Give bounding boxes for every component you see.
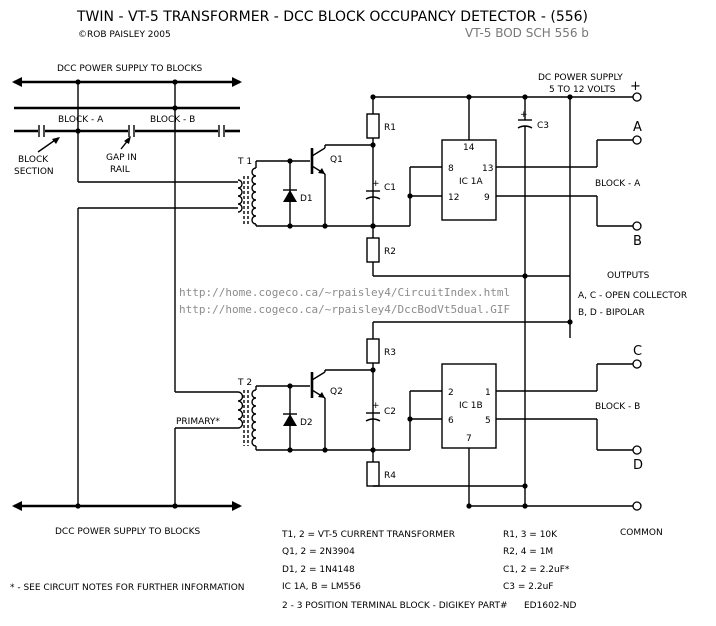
capacitor-c1: + C1 <box>365 179 396 229</box>
dc-supply-label-2: 5 TO 12 VOLTS <box>549 85 616 95</box>
dcc-bottom-supply: DCC POWER SUPPLY TO BLOCKS <box>12 501 242 537</box>
d1-label: D1 <box>300 194 313 204</box>
r4-label: R4 <box>384 471 396 481</box>
ic1a-label: IC 1A <box>459 177 484 187</box>
url-circuit-index[interactable]: http://home.cogeco.ca/~rpaisley4/Circuit… <box>179 286 510 299</box>
outputs-label: OUTPUTS <box>607 271 650 281</box>
ic1a-pin13: 13 <box>482 164 493 174</box>
transistor-q1: Q1 <box>310 144 373 226</box>
c2-label: C2 <box>384 407 396 417</box>
ic1a-pin12: 12 <box>448 193 459 203</box>
q2-label: Q2 <box>330 387 343 397</box>
outputs-ac-label: A, C - OPEN COLLECTOR <box>578 291 687 301</box>
c1-label: C1 <box>384 183 396 193</box>
ic-1a: 14 8 13 IC 1A 12 9 <box>370 94 497 226</box>
resistor-r3: R3 <box>366 319 573 450</box>
block-b-label: BLOCK - B <box>150 115 195 125</box>
capacitor-c2: + C2 <box>365 401 396 422</box>
part-terminal: 2 - 3 POSITION TERMINAL BLOCK - DIGIKEY … <box>282 601 508 611</box>
url-gif[interactable]: http://home.cogeco.ca/~rpaisley4/DccBodV… <box>179 303 510 316</box>
t2-label: T 2 <box>237 378 252 388</box>
dcc-top-label: DCC POWER SUPPLY TO BLOCKS <box>57 64 202 74</box>
title: TWIN - VT-5 TRANSFORMER - DCC BLOCK OCCU… <box>76 9 588 25</box>
out-block-a-label: BLOCK - A <box>595 179 641 189</box>
transformer-t1: T 1 <box>237 157 257 225</box>
resistor-r1: R1 <box>366 97 396 226</box>
ic1a-pin14: 14 <box>463 143 475 153</box>
resistor-r2: R2 <box>366 226 570 279</box>
ic1a-pin8: 8 <box>448 164 454 174</box>
channel-a-circuit <box>255 158 410 229</box>
part-r13: R1, 3 = 10K <box>503 530 558 540</box>
footnote: * - SEE CIRCUIT NOTES FOR FURTHER INFORM… <box>10 583 245 593</box>
parts-list: T1, 2 = VT-5 CURRENT TRANSFORMER Q1, 2 =… <box>281 530 577 611</box>
part-c12: C1, 2 = 2.2uF* <box>503 565 570 575</box>
ic1b-pin5: 5 <box>485 416 491 426</box>
part-terminal-number: ED1602-ND <box>524 601 577 611</box>
transistor-q2: Q2 <box>310 369 373 450</box>
outputs-a-b: A B BLOCK - A <box>496 120 642 249</box>
dc-supply-rail: + DC POWER SUPPLY 5 TO 12 VOLTS + C3 <box>373 73 642 489</box>
primary-label: PRIMARY* <box>176 417 220 427</box>
c1-plus: + <box>372 179 380 189</box>
ic1b-pin2: 2 <box>448 388 454 398</box>
dc-supply-label-1: DC POWER SUPPLY <box>538 73 623 83</box>
part-q: Q1, 2 = 2N3904 <box>282 547 355 557</box>
outputs-bd-label: B, D - BIPOLAR <box>578 308 645 318</box>
r2-label: R2 <box>384 247 396 257</box>
c2-plus: + <box>372 401 380 411</box>
part-t: T1, 2 = VT-5 CURRENT TRANSFORMER <box>281 530 455 540</box>
rails: BLOCK - A BLOCK - B BLOCK SECTION GAP IN… <box>14 106 240 177</box>
outputs-c-d: C D BLOCK - B <box>496 344 643 473</box>
terminal-a-label: A <box>633 120 642 135</box>
gap-label-2: RAIL <box>110 165 130 175</box>
diode-d1: D1 <box>283 189 313 204</box>
part-d: D1, 2 = 1N4148 <box>282 565 355 575</box>
ic1b-pin6: 6 <box>448 416 454 426</box>
dcc-bottom-label: DCC POWER SUPPLY TO BLOCKS <box>55 527 200 537</box>
r1-label: R1 <box>384 123 396 133</box>
d2-label: D2 <box>300 418 313 428</box>
ic1b-pin1: 1 <box>485 388 491 398</box>
ic1b-pin7: 7 <box>466 434 472 444</box>
diode-d2: D2 <box>283 413 313 428</box>
block-section-label-1: BLOCK <box>18 155 49 165</box>
ic-1b: 2 1 IC 1B 6 5 7 <box>407 363 497 509</box>
block-section-label-2: SECTION <box>14 167 54 177</box>
t1-label: T 1 <box>237 157 252 167</box>
terminal-c-label: C <box>633 344 642 359</box>
c3-plus: + <box>520 110 528 120</box>
common-rail: COMMON <box>469 486 663 538</box>
transformer-t2: T 2 <box>237 378 257 447</box>
ic1b-label: IC 1B <box>459 401 483 411</box>
q1-label: Q1 <box>330 155 343 165</box>
resistor-r4: R4 <box>366 450 525 487</box>
r3-label: R3 <box>384 348 396 358</box>
dcc-top-supply: DCC POWER SUPPLY TO BLOCKS <box>12 64 242 87</box>
ic1a-pin9: 9 <box>484 193 490 203</box>
part-c3: C3 = 2.2uF <box>503 582 553 592</box>
terminal-b-label: B <box>633 234 642 249</box>
copyright: ©ROB PAISLEY 2005 <box>78 30 171 40</box>
drawing-id: VT-5 BOD SCH 556 b <box>465 26 589 40</box>
part-r24: R2, 4 = 1M <box>503 547 553 557</box>
terminal-d-label: D <box>633 458 643 473</box>
gap-label-1: GAP IN <box>106 153 137 163</box>
dc-plus-sign: + <box>630 79 641 94</box>
c3-label: C3 <box>537 121 549 131</box>
out-block-b-label: BLOCK - B <box>595 402 640 412</box>
dcc-feeds: PRIMARY* <box>75 79 238 509</box>
part-ic: IC 1A, B = LM556 <box>282 582 361 592</box>
common-label: COMMON <box>620 528 663 538</box>
block-a-label: BLOCK - A <box>58 115 104 125</box>
